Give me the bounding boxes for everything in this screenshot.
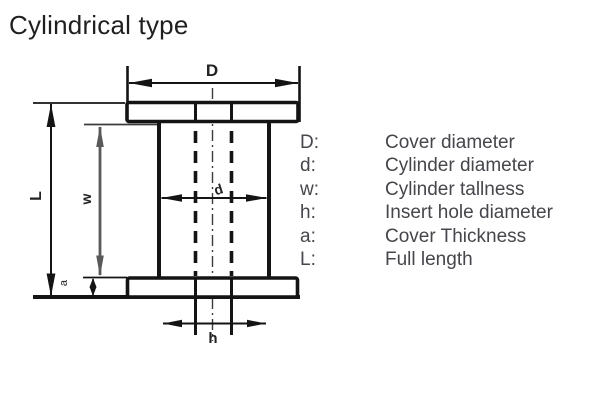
top-cover [125,100,300,124]
dimension-h: h [163,319,266,347]
cylinder-body [157,121,271,278]
dimension-D: D [126,61,301,122]
dimension-L: L [28,102,125,297]
arrowhead-up-icon [46,104,56,127]
legend-description: Cover Thickness [385,225,527,247]
label-d: d [212,180,225,198]
legend-row-d: d: Cylinder diameter [300,154,553,177]
legend-symbol: L: [300,249,316,271]
label-D: D [206,61,218,80]
arrowhead-right-icon [247,319,266,328]
label-h: h [208,330,217,347]
arrowhead-up-icon [96,126,104,147]
dimension-w: w [78,123,157,277]
legend-row-L: L: Full length [300,248,553,271]
arrowhead-down-icon [89,286,97,296]
legend-row-a: a: Cover Thickness [300,225,553,248]
arrowhead-down-icon [46,273,56,297]
legend-symbol: a: [300,225,316,247]
legend-symbol: D: [300,132,319,153]
legend-symbol: h: [300,202,316,224]
legend-description: Insert hole diameter [385,202,553,224]
arrowhead-left-icon [161,194,182,202]
arrowhead-left-icon [129,78,152,88]
legend-row-D: D: Cover diameter [300,131,553,154]
legend-description: Cylinder diameter [385,155,534,177]
dimension-legend: D: Cover diameter d: Cylinder diameter w… [300,131,553,271]
arrowhead-right-icon [246,194,267,202]
arrowhead-right-icon [275,78,298,88]
legend-symbol: d: [300,155,316,177]
legend-description: Full length [385,249,473,271]
bottom-cover [83,276,300,299]
legend-row-w: w: Cylinder tallness [300,178,553,201]
dimension-d: d [161,180,267,202]
label-w: w [78,193,94,205]
insert-hole-extension-lines [194,279,233,335]
arrowhead-down-icon [96,255,104,277]
legend-description: Cover diameter [385,132,515,153]
legend-description: Cylinder tallness [385,178,525,200]
page-title: Cylindrical type [9,10,189,40]
legend-symbol: w: [300,178,319,200]
label-L: L [28,191,45,201]
insert-hole-hidden-lines [193,124,234,276]
dimension-a: a [58,278,97,296]
arrowhead-left-icon [163,319,182,328]
arrowhead-up-icon [89,278,97,288]
legend-row-h: h: Insert hole diameter [300,201,553,224]
label-a: a [58,279,70,286]
